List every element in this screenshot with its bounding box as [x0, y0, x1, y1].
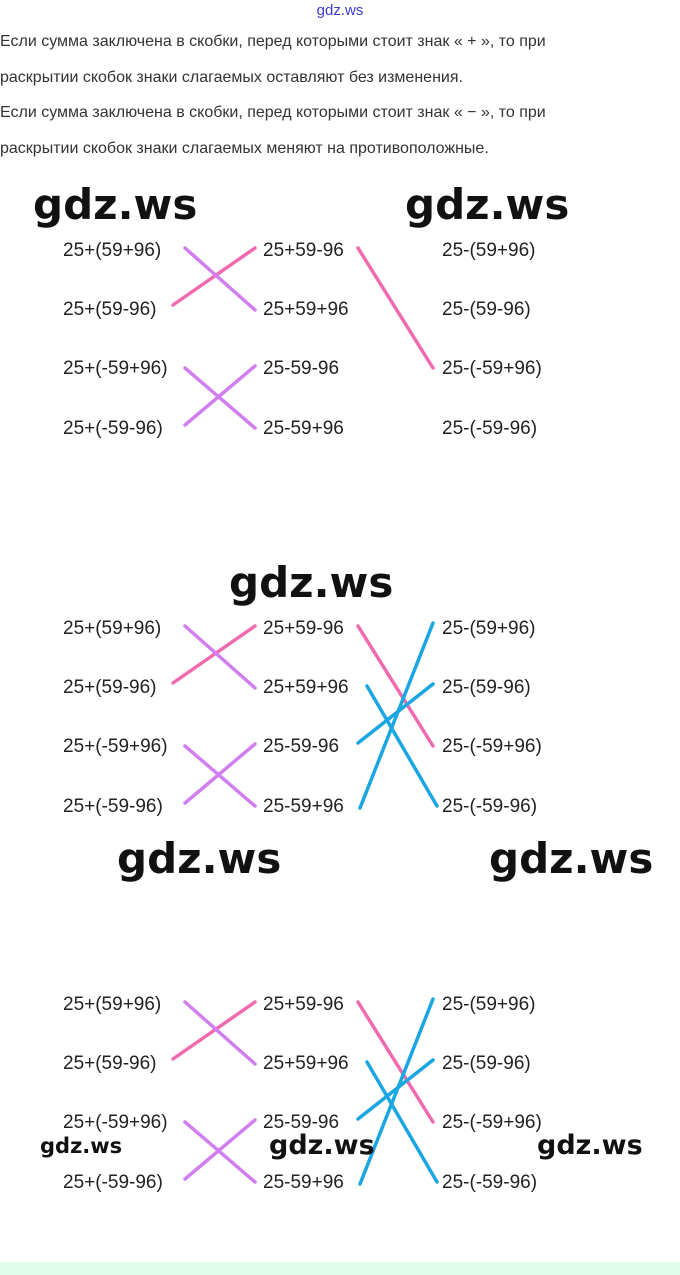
middle-expression: 25+59-96 [263, 240, 344, 262]
left-expression: 25+(-59-96) [63, 796, 163, 818]
right-expression: 25-(59-96) [442, 1053, 531, 1075]
watermark: gdz.ws [405, 180, 570, 229]
middle-expression: 25-59+96 [263, 418, 344, 440]
violet-connector-line [183, 624, 257, 690]
middle-expression: 25-59-96 [263, 736, 340, 758]
blue-connector-line [358, 997, 435, 1186]
pink-connector-line [356, 246, 435, 370]
watermark: gdz.ws [537, 1130, 643, 1161]
blue-connector-line [365, 684, 439, 808]
pink-connector-line [171, 624, 257, 685]
middle-expression: 25-59+96 [263, 796, 344, 818]
watermark: gdz.ws [40, 1134, 123, 1158]
left-expression: 25+(-59+96) [63, 1112, 168, 1134]
rule-line-1: Если сумма заключена в скобки, перед кот… [0, 33, 546, 50]
site-watermark: gdz.ws [316, 2, 364, 19]
middle-expression: 25+59+96 [263, 1053, 349, 1075]
blue-connector-line [356, 682, 435, 745]
watermark: gdz.ws [489, 834, 654, 883]
rule-line-3: Если сумма заключена в скобки, перед кот… [0, 104, 546, 121]
blue-connector-line [356, 1058, 435, 1121]
middle-expression: 25+59+96 [263, 677, 349, 699]
violet-connector-line [183, 1118, 257, 1181]
left-expression: 25+(-59-96) [63, 1172, 163, 1194]
right-expression: 25-(59+96) [442, 994, 536, 1016]
right-expression: 25-(59+96) [442, 240, 536, 262]
matching-diagram-1: 25+(59+96) 25+(59-96) 25+(-59+96) 25+(-59-9… [0, 240, 680, 443]
right-expression: 25-(-59-96) [442, 1172, 538, 1194]
left-expression: 25+(59-96) [63, 299, 157, 321]
blue-connector-line [365, 1060, 439, 1184]
right-expression: 25-(-59+96) [442, 736, 542, 758]
watermark: gdz.ws [269, 1130, 375, 1161]
left-expression: 25+(-59+96) [63, 736, 168, 758]
matching-diagram-2: 25+(59+96) 25+(59-96) 25+(-59+96) 25+(-59-9… [0, 618, 680, 821]
violet-connector-line [183, 246, 257, 312]
matching-diagram-3: 25+(59+96) 25+(59-96) 25+(-59+96) 25+(-59-9… [0, 994, 680, 1197]
left-expression: 25+(59-96) [63, 677, 157, 699]
left-expression: 25+(-59+96) [63, 358, 168, 380]
rule-line-2: раскрытии скобок знаки слагаемых оставля… [0, 69, 463, 86]
connector-lines [171, 997, 439, 1186]
middle-expression: 25+59-96 [263, 618, 344, 640]
watermark: gdz.ws [33, 180, 198, 229]
blue-connector-line [358, 621, 435, 810]
violet-connector-line [183, 1120, 257, 1184]
right-expression: 25-(-59+96) [442, 358, 542, 380]
left-expression: 25+(59+96) [63, 618, 162, 640]
middle-expression: 25-59-96 [263, 1112, 340, 1134]
middle-expression: 25+59+96 [263, 299, 349, 321]
left-expression: 25+(59-96) [63, 1053, 157, 1075]
violet-connector-line [183, 1000, 257, 1066]
violet-connector-line [183, 742, 257, 805]
middle-expression: 25-59+96 [263, 1172, 344, 1194]
pink-connector-line [356, 624, 435, 748]
middle-expression: 25+59-96 [263, 994, 344, 1016]
footer-bar [0, 1262, 680, 1275]
right-expression: 25-(-59+96) [442, 1112, 542, 1134]
watermark: gdz.ws [117, 834, 282, 883]
connector-lines [171, 246, 435, 430]
rule-line-4: раскрытии скобок знаки слагаемых меняют … [0, 140, 489, 157]
right-expression: 25-(59-96) [442, 677, 531, 699]
right-expression: 25-(-59-96) [442, 796, 538, 818]
right-expression: 25-(59+96) [442, 618, 536, 640]
left-expression: 25+(-59-96) [63, 418, 163, 440]
connector-lines [171, 621, 439, 810]
pink-connector-line [171, 1000, 257, 1061]
violet-connector-line [183, 366, 257, 430]
right-expression: 25-(59-96) [442, 299, 531, 321]
watermark: gdz.ws [229, 558, 394, 607]
middle-expression: 25-59-96 [263, 358, 340, 380]
left-expression: 25+(59+96) [63, 240, 162, 262]
left-expression: 25+(59+96) [63, 994, 162, 1016]
pink-connector-line [171, 246, 257, 307]
right-expression: 25-(-59-96) [442, 418, 538, 440]
violet-connector-line [183, 744, 257, 808]
pink-connector-line [356, 1000, 435, 1124]
violet-connector-line [183, 364, 257, 427]
